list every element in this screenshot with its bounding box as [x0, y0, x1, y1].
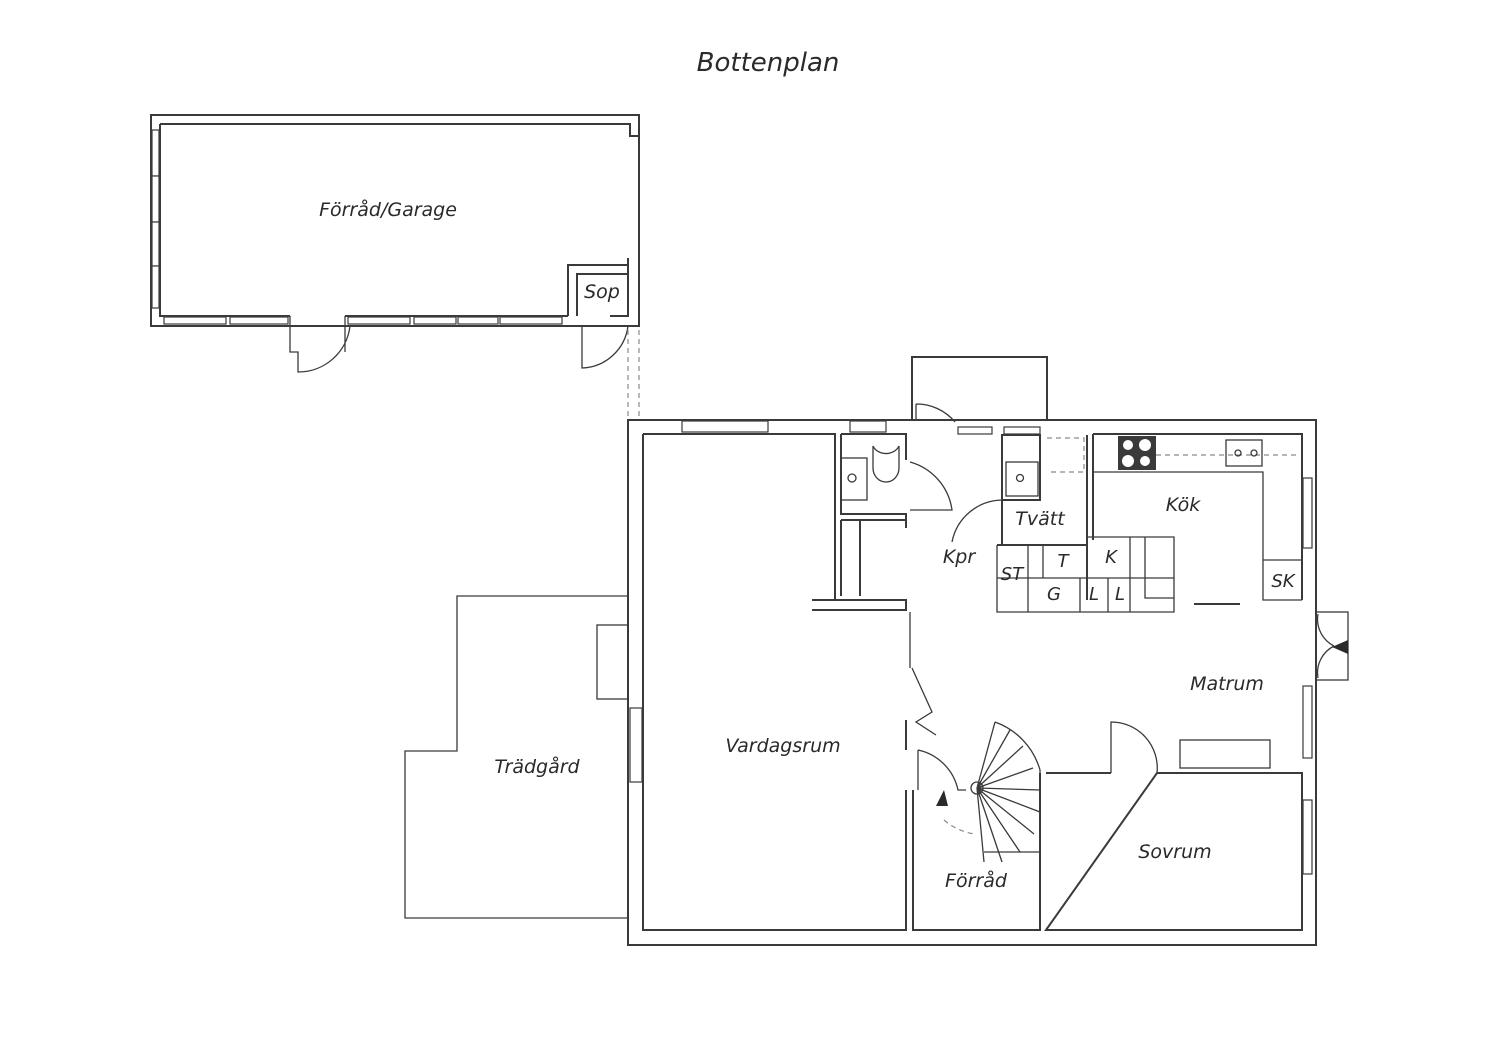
room-label-vardagsrum: Vardagsrum: [725, 735, 840, 757]
fixture-label-g: G: [1047, 584, 1061, 605]
room-label-forrad-garage: Förråd/Garage: [319, 198, 457, 221]
room-label-kok: Kök: [1166, 494, 1201, 516]
garage-building: [150, 114, 640, 418]
room-label-matrum: Matrum: [1190, 673, 1264, 695]
fixture-label-st: ST: [1001, 564, 1025, 585]
room-label-sop: Sop: [584, 281, 620, 303]
room-label-tvatt: Tvätt: [1015, 508, 1066, 530]
fixture-label-l1: L: [1089, 584, 1099, 605]
main-house: [627, 356, 1349, 946]
room-label-kpr: Kpr: [943, 546, 977, 568]
fixture-label-t: T: [1058, 551, 1071, 572]
fixture-label-sk: SK: [1271, 571, 1295, 592]
fixture-label-k: K: [1105, 547, 1118, 568]
fixture-label-l2: L: [1115, 584, 1125, 605]
room-label-sovrum: Sovrum: [1138, 841, 1211, 863]
room-label-forrad: Förråd: [945, 869, 1008, 892]
plan-title: Bottenplan: [697, 48, 840, 78]
room-label-tradgard: Trädgård: [494, 755, 580, 778]
